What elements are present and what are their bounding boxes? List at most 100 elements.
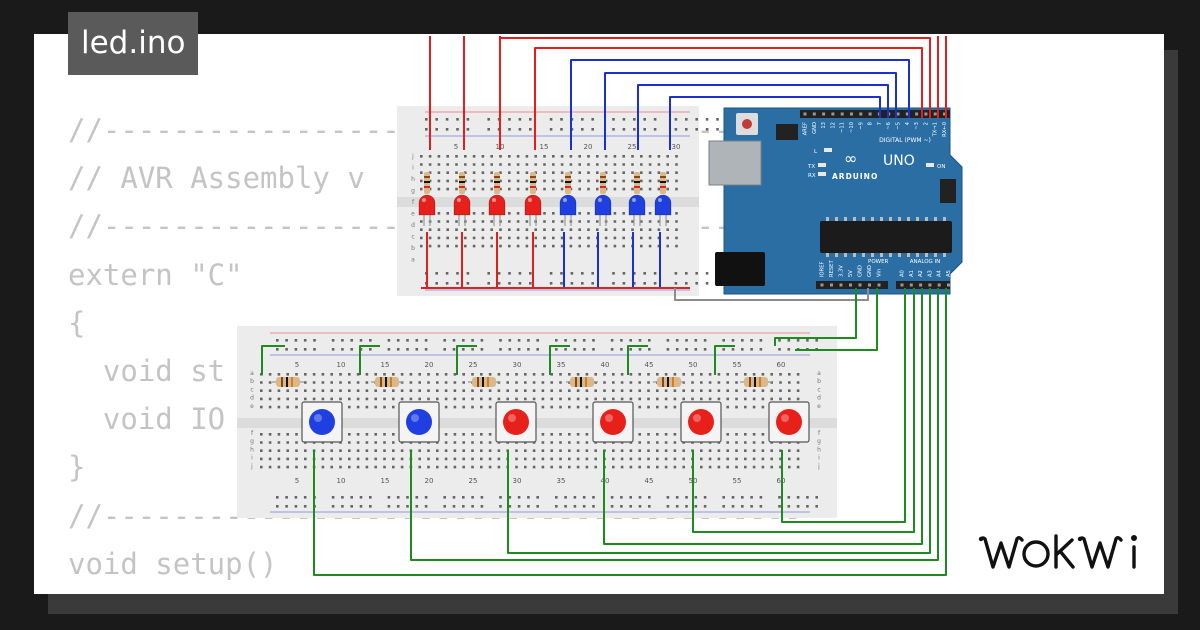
chip-pin <box>907 253 910 257</box>
wire-blue <box>570 59 910 150</box>
led-label: RX <box>808 173 816 179</box>
column-number: 30 <box>513 361 522 369</box>
icsp-header <box>776 124 798 140</box>
header-pin <box>868 283 871 287</box>
header-pin <box>928 283 932 287</box>
wire-gray <box>674 288 869 301</box>
header-pin <box>943 112 946 116</box>
header-pin <box>850 112 853 116</box>
row-letter: a <box>817 370 821 377</box>
resistor-band <box>672 377 674 387</box>
wire-green <box>627 345 648 375</box>
chip-pin <box>826 253 829 257</box>
digital-pin-label: 8 <box>868 122 874 125</box>
row-letter: i <box>412 165 414 172</box>
row-letter: a <box>250 370 254 377</box>
wire-green <box>359 345 380 375</box>
wire-green <box>781 288 906 523</box>
row-letter: c <box>411 234 414 241</box>
column-number: 30 <box>513 477 522 485</box>
resistor-band <box>477 377 479 387</box>
resistor-band <box>662 377 664 387</box>
resistor-band <box>660 186 666 188</box>
resistor-band <box>459 176 465 178</box>
resistor-band <box>634 186 640 188</box>
led-label: TX <box>807 164 815 170</box>
chip-pin <box>880 217 883 221</box>
digital-header <box>800 110 950 118</box>
usb-connector <box>708 140 762 186</box>
code-line: void st <box>68 354 226 389</box>
header-pin <box>915 112 919 116</box>
led-highlight <box>422 198 426 202</box>
header-pin <box>947 283 950 287</box>
header-pin <box>859 112 863 116</box>
digital-pin-label: 13 <box>821 122 827 129</box>
resistor-band <box>565 181 571 183</box>
row-letter: e <box>250 403 254 410</box>
column-number: 15 <box>381 361 390 369</box>
header-pin <box>900 283 904 287</box>
power-pin-label: RESET <box>829 260 835 277</box>
code-line: // AVR Assembly v <box>68 161 365 196</box>
digital-pin-label: ~6 <box>886 122 892 130</box>
header-pin <box>839 283 843 287</box>
power-pin-label: GND <box>858 265 864 277</box>
file-tab[interactable]: led.ino <box>68 12 199 75</box>
header-pin <box>858 283 862 287</box>
resistor-band <box>487 377 489 387</box>
pushbutton-highlight <box>314 414 322 422</box>
column-number: 20 <box>425 477 434 485</box>
digital-pin-label: 12 <box>830 122 836 129</box>
model-label: UNO <box>883 153 915 169</box>
chip-pin <box>943 217 946 221</box>
resistor-band <box>494 176 500 178</box>
icsp-header-right <box>940 179 956 203</box>
chip-pin <box>907 217 910 221</box>
power-pin-label: Vin <box>877 269 883 277</box>
chip-pin <box>844 253 847 257</box>
resistor-band <box>459 186 465 188</box>
row-letter: a <box>411 257 415 264</box>
row-letter: g <box>411 188 415 195</box>
column-number: 30 <box>672 143 681 151</box>
chip-pin <box>889 217 892 221</box>
row-letter: d <box>250 395 254 402</box>
wire-blue <box>637 84 889 150</box>
column-number: 55 <box>733 361 742 369</box>
row-letter: d <box>817 395 821 402</box>
column-number: 25 <box>469 477 478 485</box>
chip-pin <box>871 253 874 257</box>
header-pin <box>822 112 826 116</box>
row-letter: i <box>818 455 820 462</box>
chip-pin <box>862 253 865 257</box>
digital-pin-label: 7 <box>877 122 883 125</box>
header-pin <box>831 112 835 116</box>
pushbutton-cap-red <box>503 409 529 435</box>
digital-pin-label: 2 <box>923 122 929 125</box>
wire-red <box>499 37 931 150</box>
wire-green <box>456 345 477 375</box>
resistor-band <box>580 377 582 387</box>
column-number: 45 <box>645 361 654 369</box>
column-number: 40 <box>601 361 610 369</box>
breadboard-holes <box>425 282 719 285</box>
wire-green <box>774 288 857 346</box>
resistor-band <box>281 377 283 387</box>
row-letter: j <box>817 463 820 470</box>
row-letter: c <box>250 386 253 393</box>
digital-pin-label: 4 <box>905 121 911 125</box>
wire-green <box>410 288 939 561</box>
header-pin <box>905 112 909 116</box>
code-line: { <box>68 305 86 340</box>
resistor-band <box>749 377 751 387</box>
column-number: 55 <box>733 477 742 485</box>
chip-pin <box>934 217 937 221</box>
row-letter: e <box>817 403 821 410</box>
wokwi-logo <box>978 534 1137 569</box>
row-letter: h <box>411 176 415 183</box>
header-pin <box>909 283 913 287</box>
